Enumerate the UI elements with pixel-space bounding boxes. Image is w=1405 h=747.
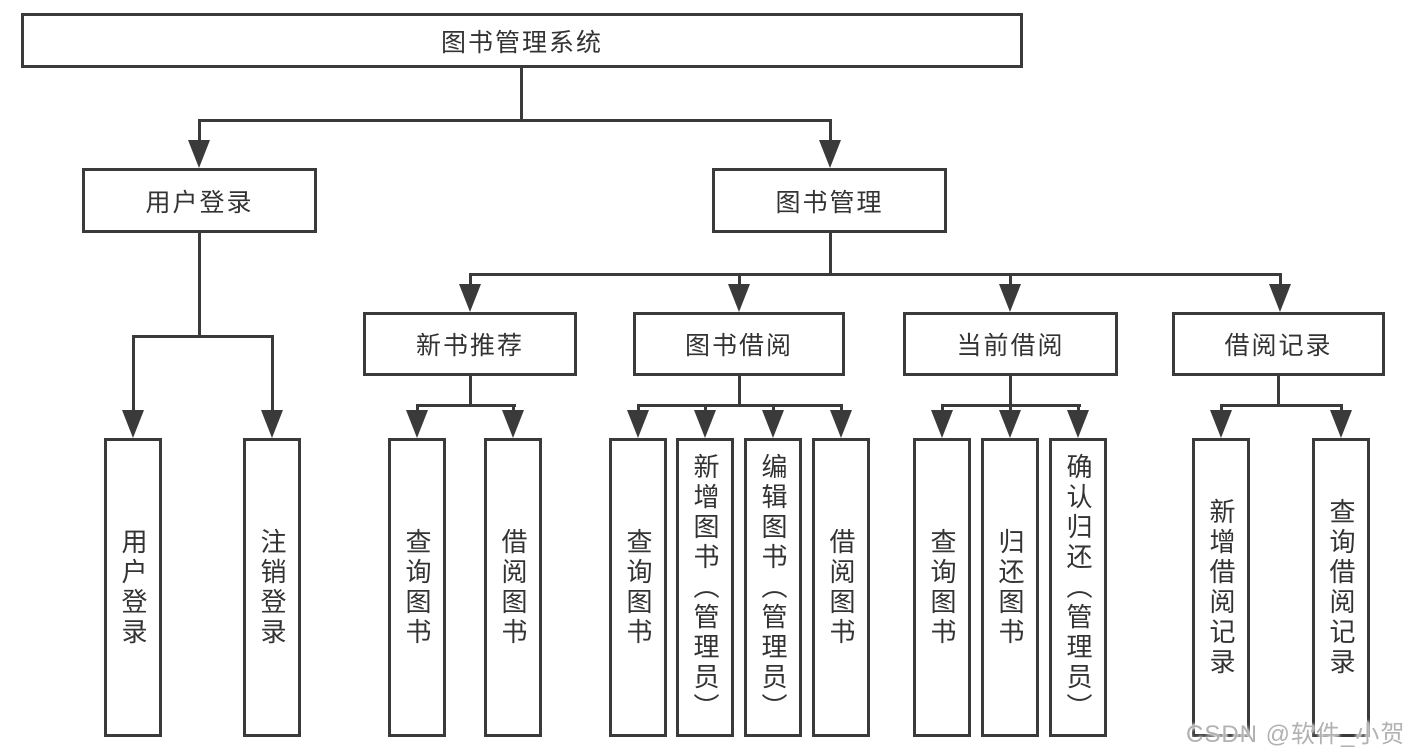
arrow-query-borrow-record <box>1330 410 1352 438</box>
edge-drop-borrow-books <box>840 404 843 413</box>
leaf-borrow-books: 借阅图书 <box>812 438 870 737</box>
edge-drop-query-books-borrow <box>637 404 640 413</box>
leaf-user-login: 用户登录 <box>104 438 162 737</box>
leaf-query-books-current: 查询图书 <box>913 438 971 737</box>
edge-borrowing-records-branch <box>1220 404 1343 407</box>
leaf-confirm-return-admin: 确认归还（管理员） <box>1049 438 1107 737</box>
arrow-book-management <box>819 140 841 168</box>
leaf-add-books-admin: 新增图书（管理员） <box>676 438 734 737</box>
leaf-query-books-borrow: 查询图书 <box>609 438 667 737</box>
arrow-query-books-recommend <box>406 410 428 438</box>
edge-drop-query-books-recommend <box>416 404 419 413</box>
arrow-query-books-current <box>931 410 953 438</box>
arrow-borrowing-records <box>1269 284 1291 312</box>
arrow-borrow-books <box>830 410 852 438</box>
arrow-logout <box>261 410 283 438</box>
node-user-login: 用户登录 <box>82 168 317 233</box>
node-root: 图书管理系统 <box>21 13 1023 68</box>
node-book-management: 图书管理 <box>712 168 947 233</box>
edge-user-login-branch <box>132 335 274 338</box>
edge-drop-query-borrow-record <box>1340 404 1343 413</box>
edge-new-book-recommend-branch <box>416 404 516 407</box>
edge-drop-return-books <box>1009 404 1012 413</box>
arrow-user-login <box>188 140 210 168</box>
edge-new-book-recommend-stem <box>469 376 472 407</box>
edge-user-login-stem <box>198 233 201 338</box>
edge-book-borrowing-stem <box>738 376 741 407</box>
arrow-add-books-admin <box>694 410 716 438</box>
leaf-query-books-recommend: 查询图书 <box>388 438 446 737</box>
edge-drop-new-book-recommend <box>469 273 472 287</box>
arrow-user-login-leaf <box>122 410 144 438</box>
edge-drop-book-management <box>829 119 832 143</box>
arrow-edit-books-admin <box>762 410 784 438</box>
leaf-add-borrow-record: 新增借阅记录 <box>1192 438 1250 737</box>
arrow-book-borrowing <box>728 284 750 312</box>
edge-drop-query-books-current <box>941 404 944 413</box>
edge-root-stem <box>520 68 523 122</box>
leaf-edit-books-admin: 编辑图书（管理员） <box>744 438 802 737</box>
arrow-return-books <box>999 410 1021 438</box>
leaf-borrow-books-recommend: 借阅图书 <box>484 438 542 737</box>
edge-book-borrowing-branch <box>637 404 843 407</box>
node-current-borrowing: 当前借阅 <box>903 312 1118 376</box>
edge-drop-borrow-books-recommend <box>512 404 515 413</box>
arrow-new-book-recommend <box>459 284 481 312</box>
arrow-current-borrowing <box>999 284 1021 312</box>
csdn-watermark: CSDN @软件_小贺同学 <box>1186 721 1405 747</box>
arrow-borrow-books-recommend <box>502 410 524 438</box>
edge-drop-confirm-return-admin <box>1077 404 1080 413</box>
node-borrowing-records: 借阅记录 <box>1172 312 1385 376</box>
edge-drop-user-login <box>198 119 201 143</box>
leaf-return-books: 归还图书 <box>981 438 1039 737</box>
edge-drop-logout <box>271 335 274 413</box>
edge-drop-add-books-admin <box>704 404 707 413</box>
arrow-confirm-return-admin <box>1067 410 1089 438</box>
edge-drop-add-borrow-record <box>1220 404 1223 413</box>
node-book-borrowing: 图书借阅 <box>633 312 845 376</box>
edge-book-management-stem <box>829 233 832 276</box>
edge-drop-user-login-leaf <box>132 335 135 413</box>
edge-drop-borrowing-records <box>1279 273 1282 287</box>
edge-drop-current-borrowing <box>1009 273 1012 287</box>
arrow-query-books-borrow <box>627 410 649 438</box>
edge-drop-book-borrowing <box>738 273 741 287</box>
leaf-logout: 注销登录 <box>243 438 301 737</box>
arrow-add-borrow-record <box>1210 410 1232 438</box>
node-new-book-recommend: 新书推荐 <box>363 312 577 376</box>
edge-level2-branch <box>198 119 832 122</box>
edge-borrowing-records-stem <box>1277 376 1280 407</box>
edge-current-borrowing-stem <box>1009 376 1012 407</box>
edge-level3-branch <box>469 273 1282 276</box>
edge-drop-edit-books-admin <box>772 404 775 413</box>
leaf-query-borrow-record: 查询借阅记录 <box>1312 438 1370 737</box>
